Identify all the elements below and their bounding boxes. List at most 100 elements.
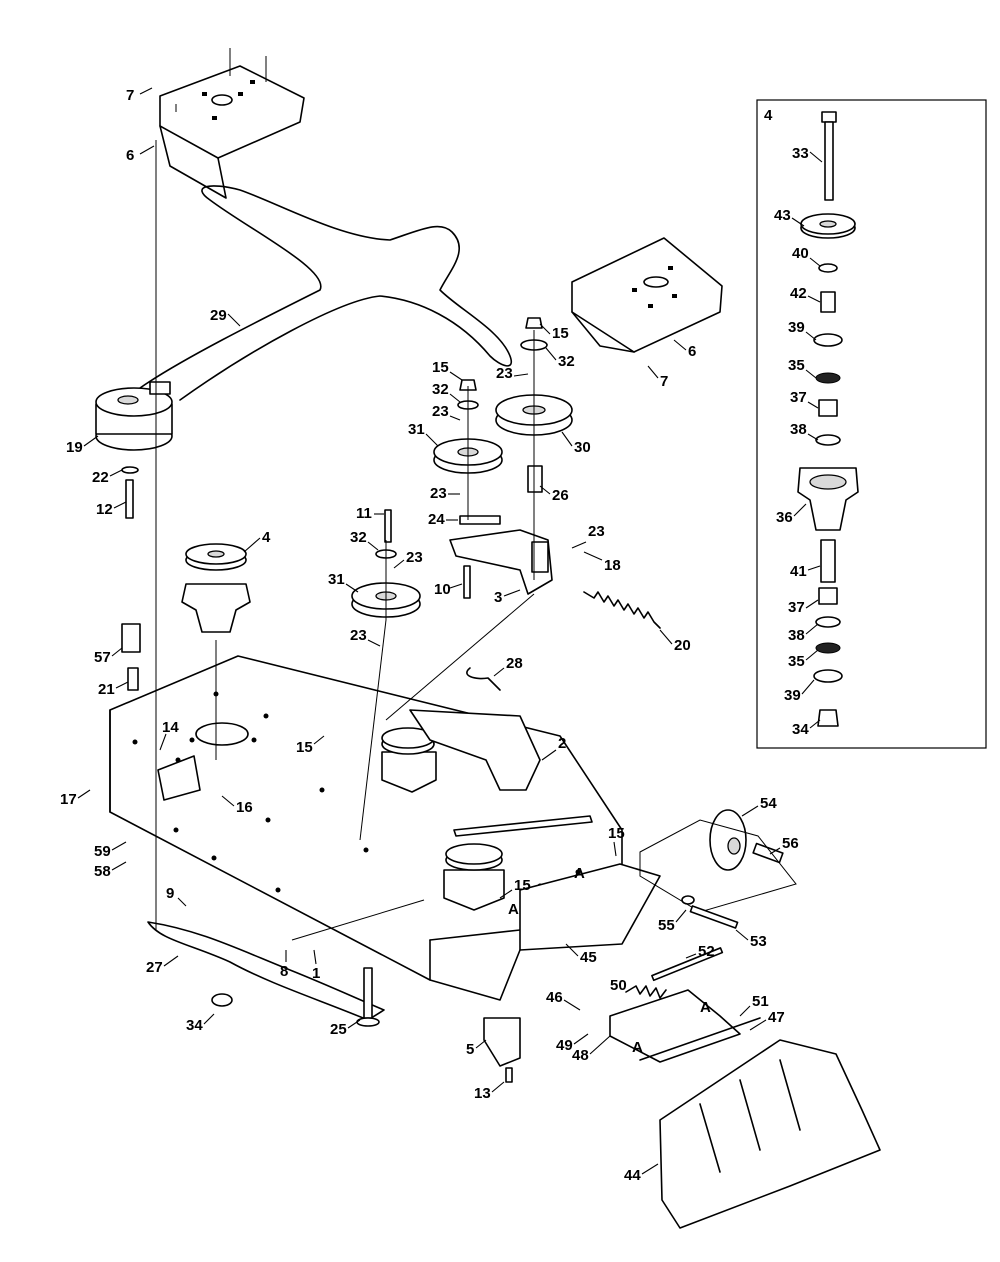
callout-13: 13: [474, 1085, 491, 1102]
callout-23-right: 23: [496, 365, 513, 382]
callout-37: 37: [790, 389, 807, 406]
callout-35-lower: 35: [788, 653, 805, 670]
callout-A-4: A: [632, 1039, 643, 1056]
rod-52: [651, 947, 724, 982]
callout-46: 46: [546, 989, 563, 1006]
spindle-center: [381, 727, 437, 793]
callout-7: 7: [126, 87, 134, 104]
bolt-11: [384, 509, 392, 543]
callout-45: 45: [580, 949, 597, 966]
callout-17: 17: [60, 791, 77, 808]
callout-16: 16: [236, 799, 253, 816]
callout-25: 25: [330, 1021, 347, 1038]
callout-9: 9: [166, 885, 174, 902]
callout-15-wheel: 15: [608, 825, 625, 842]
belt-cover-left: [159, 48, 305, 199]
callout-38: 38: [790, 421, 807, 438]
callout-7-right: 7: [660, 373, 668, 390]
fitting-21: [127, 667, 139, 691]
spindle-assembly-inset: [756, 99, 987, 749]
blade-27: [147, 921, 385, 1021]
callout-56: 56: [782, 835, 799, 852]
callout-4-inset: 4: [764, 107, 773, 124]
callout-32-right: 32: [558, 353, 575, 370]
callout-19: 19: [66, 439, 83, 456]
washer-55: [681, 895, 695, 905]
callout-23-arm: 23: [588, 523, 605, 540]
callout-39-lower: 39: [784, 687, 801, 704]
callout-A-1: A: [574, 865, 585, 882]
bracket-14: [157, 755, 201, 801]
callout-57: 57: [94, 649, 111, 666]
clutch-pulley: [95, 381, 173, 451]
callout-48: 48: [572, 1047, 589, 1064]
callout-14: 14: [162, 719, 179, 736]
callout-32-lower: 32: [350, 529, 367, 546]
idler-arm-boss: [531, 541, 549, 573]
callout-34: 34: [186, 1017, 203, 1034]
idler-arm: [449, 529, 553, 595]
nut-15-upper: [459, 379, 477, 391]
callout-54: 54: [760, 795, 777, 812]
callout-5: 5: [466, 1041, 474, 1058]
callout-A-2: A: [508, 901, 519, 918]
callout-49: 49: [556, 1037, 573, 1054]
callout-41: 41: [790, 563, 807, 580]
bolt-12: [125, 479, 134, 519]
callout-34-inset: 34: [792, 721, 809, 738]
spindle-bolt-25: [363, 967, 373, 1019]
callout-15-deck: 15: [296, 739, 313, 756]
callout-24: 24: [428, 511, 445, 528]
callout-15-deck-right: 15: [514, 877, 531, 894]
spring-20: [583, 591, 661, 629]
bracket-24: [459, 515, 501, 525]
nut-15-right: [525, 317, 543, 329]
callout-6-right: 6: [688, 343, 696, 360]
callout-10: 10: [434, 581, 451, 598]
callout-12: 12: [96, 501, 113, 518]
callout-27: 27: [146, 959, 163, 976]
callouts: 7 6 29 19 22 12 4 57 21 14 17 16 59 58 9…: [60, 87, 823, 1184]
callout-58: 58: [94, 863, 111, 880]
callout-53: 53: [750, 933, 767, 950]
callout-1: 1: [312, 965, 320, 982]
callout-51: 51: [752, 993, 769, 1010]
spindle-right: [443, 843, 505, 911]
callout-23-idler-a: 23: [432, 403, 449, 420]
gauge-wheel: [709, 809, 747, 871]
callout-55: 55: [658, 917, 675, 934]
assembly-lines: [155, 140, 535, 941]
callout-39: 39: [788, 319, 805, 336]
bracket-5: [483, 1017, 521, 1067]
callout-15-right: 15: [552, 325, 569, 342]
bushing-26: [527, 465, 543, 493]
callout-6: 6: [126, 147, 134, 164]
callout-43: 43: [774, 207, 791, 224]
callout-52: 52: [698, 943, 715, 960]
bolt-10: [463, 565, 471, 599]
callout-3: 3: [494, 589, 502, 606]
callout-11: 11: [356, 505, 372, 522]
callout-42: 42: [790, 285, 807, 302]
callout-26: 26: [552, 487, 569, 504]
callout-29: 29: [210, 307, 227, 324]
discharge-deflector: [659, 1039, 881, 1229]
callout-31-upper: 31: [408, 421, 425, 438]
callout-32-idler: 32: [432, 381, 449, 398]
axle-56: [752, 842, 784, 864]
wheel-bracket-right: [519, 863, 661, 951]
bracket-2: [409, 709, 541, 791]
callout-18: 18: [604, 557, 621, 574]
grease-fitting-57: [121, 623, 141, 653]
rod-baffle: [453, 815, 593, 837]
callout-37-lower: 37: [788, 599, 805, 616]
callout-28: 28: [506, 655, 523, 672]
callout-44: 44: [624, 1167, 641, 1184]
callout-22: 22: [92, 469, 109, 486]
callout-38-lower: 38: [788, 627, 805, 644]
callout-40: 40: [792, 245, 809, 262]
belt-cover-right: [571, 237, 723, 353]
callout-35: 35: [788, 357, 805, 374]
spindle-left: [181, 543, 251, 633]
drive-belt: [139, 185, 513, 401]
